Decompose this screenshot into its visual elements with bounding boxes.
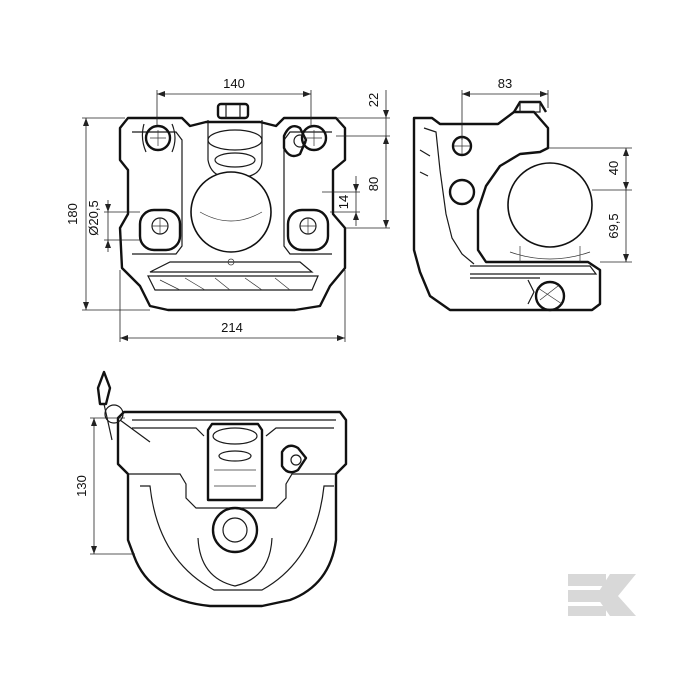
dim-front-height-total: 180 — [65, 203, 80, 225]
dim-front-offset-small: 14 — [336, 195, 351, 209]
dim-front-width-base: 214 — [221, 320, 243, 335]
front-view — [118, 102, 347, 312]
k-logo-watermark — [568, 574, 636, 616]
dim-side-ball-height: 69,5 — [606, 213, 621, 238]
bottom-dimensions: 130 — [74, 417, 135, 555]
side-dimensions: 83 40 69,5 — [461, 76, 632, 263]
dim-side-ball-offset: 40 — [606, 161, 621, 175]
dim-front-offset-top: 22 — [366, 93, 381, 107]
dim-front-height-mid: 80 — [366, 177, 381, 191]
dim-front-width-top: 140 — [223, 76, 245, 91]
bottom-view — [96, 370, 348, 608]
dim-bottom-height: 130 — [74, 475, 89, 497]
side-view — [412, 100, 602, 312]
dim-front-hole-diameter: Ø20,5 — [86, 200, 101, 235]
dim-side-depth: 83 — [498, 76, 512, 91]
front-dimensions: 140 180 Ø20,5 214 22 80 1 — [65, 76, 390, 342]
